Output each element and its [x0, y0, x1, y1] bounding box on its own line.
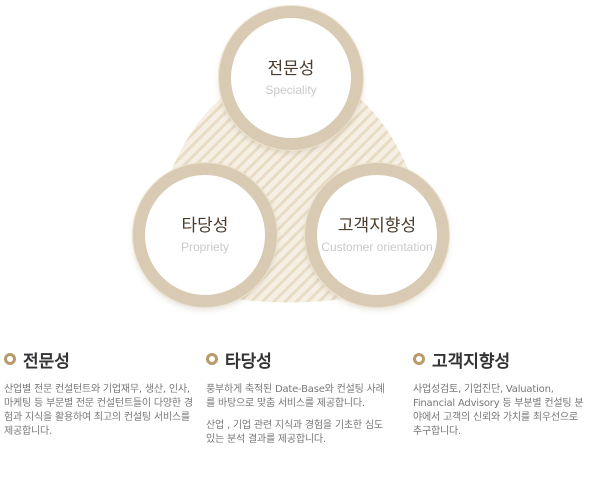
customer-section: 고객지향성 사업성검토, 기업진단, Valuation, Financial … — [413, 347, 589, 447]
validity-circle-title: 타당성 — [181, 215, 229, 236]
ring-bullet-icon — [206, 353, 218, 365]
ring-bullet-icon — [413, 353, 425, 365]
customer-circle: 고객지향성 Customer orientation — [305, 163, 449, 307]
expertise-section: 전문성 산업별 전문 컨설턴트와 기업재무, 생산, 인사, 마케팅 등 부문별… — [4, 347, 194, 447]
expertise-circle-subtitle: Speciality — [265, 82, 317, 97]
customer-heading: 고객지향성 — [432, 351, 511, 372]
values-diagram: 전문성 Speciality 타당성 Propriety 고객지향성 Custo… — [133, 6, 449, 307]
validity-circle-subtitle: Propriety — [180, 239, 230, 254]
validity-circle: 타당성 Propriety — [133, 163, 277, 307]
customer-description: 사업성검토, 기업진단, Valuation, Financial Adviso… — [413, 384, 584, 437]
ring-bullet-icon — [4, 353, 16, 365]
expertise-circle-title: 전문성 — [267, 58, 315, 79]
expertise-circle: 전문성 Speciality — [219, 6, 363, 150]
expertise-heading: 전문성 — [23, 351, 70, 372]
customer-circle-subtitle: Customer orientation — [321, 239, 433, 254]
expertise-description: 산업별 전문 컨설턴트와 기업재무, 생산, 인사, 마케팅 등 부문별 전문 … — [4, 384, 193, 437]
validity-description-2: 산업 , 기업 관련 지식과 경험을 기초한 심도있는 분석 결과를 제공합니다… — [206, 420, 383, 445]
customer-circle-title: 고객지향성 — [337, 215, 417, 236]
validity-heading: 타당성 — [225, 351, 272, 372]
validity-section: 타당성 풍부하게 축적된 Date-Base와 컨설팅 사례를 바탕으로 맞춤 … — [206, 347, 386, 455]
validity-description-1: 풍부하게 축적된 Date-Base와 컨설팅 사례를 바탕으로 맞춤 서비스를… — [206, 384, 385, 409]
